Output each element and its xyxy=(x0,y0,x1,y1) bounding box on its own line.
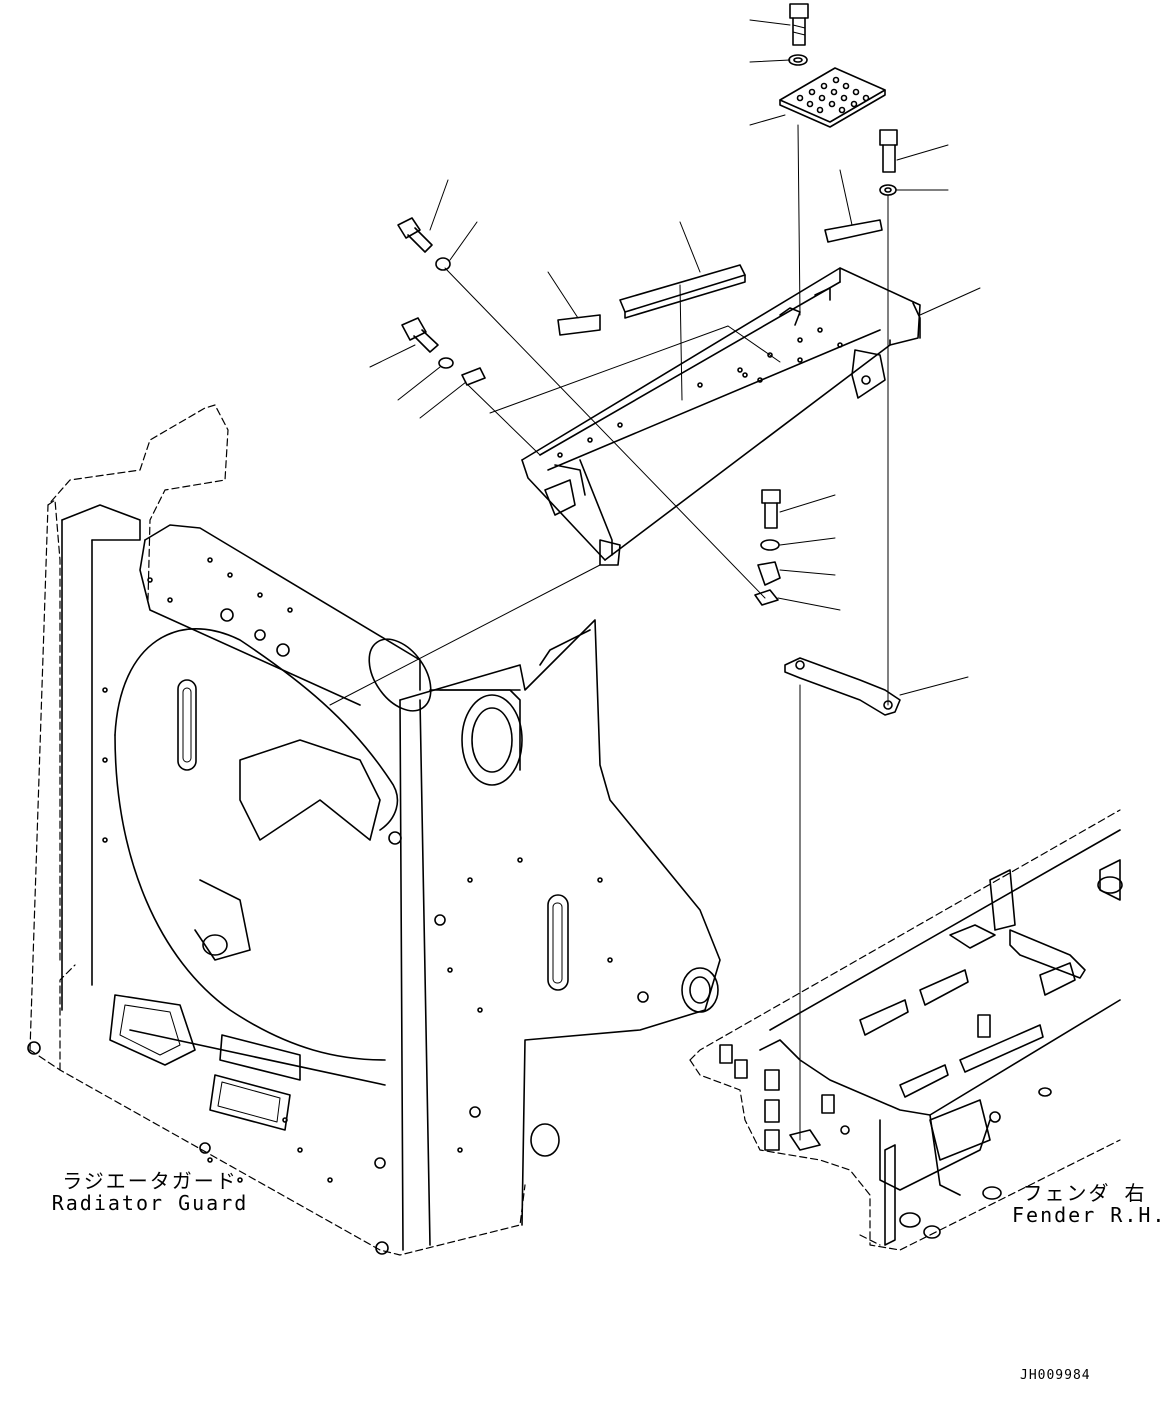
radiator-guard-label: ラジエータガード Radiator Guard xyxy=(50,1170,250,1214)
support-bracket xyxy=(521,219,921,566)
leader-lines xyxy=(329,19,981,1141)
fender-label-en: Fender R.H. xyxy=(1012,1203,1163,1227)
drawing-code: JH009984 xyxy=(1020,1368,1091,1383)
fender-rh xyxy=(689,809,1123,1251)
fender-label-jp: フェンダ 右 xyxy=(1022,1181,1147,1205)
radiator-guard-label-en: Radiator Guard xyxy=(51,1191,249,1215)
radiator-guard xyxy=(27,404,721,1256)
fasteners xyxy=(397,3,901,716)
radiator-guard-label-jp: ラジエータガード xyxy=(62,1169,238,1193)
fender-label: フェンダ 右 Fender R.H. xyxy=(1012,1181,1163,1227)
